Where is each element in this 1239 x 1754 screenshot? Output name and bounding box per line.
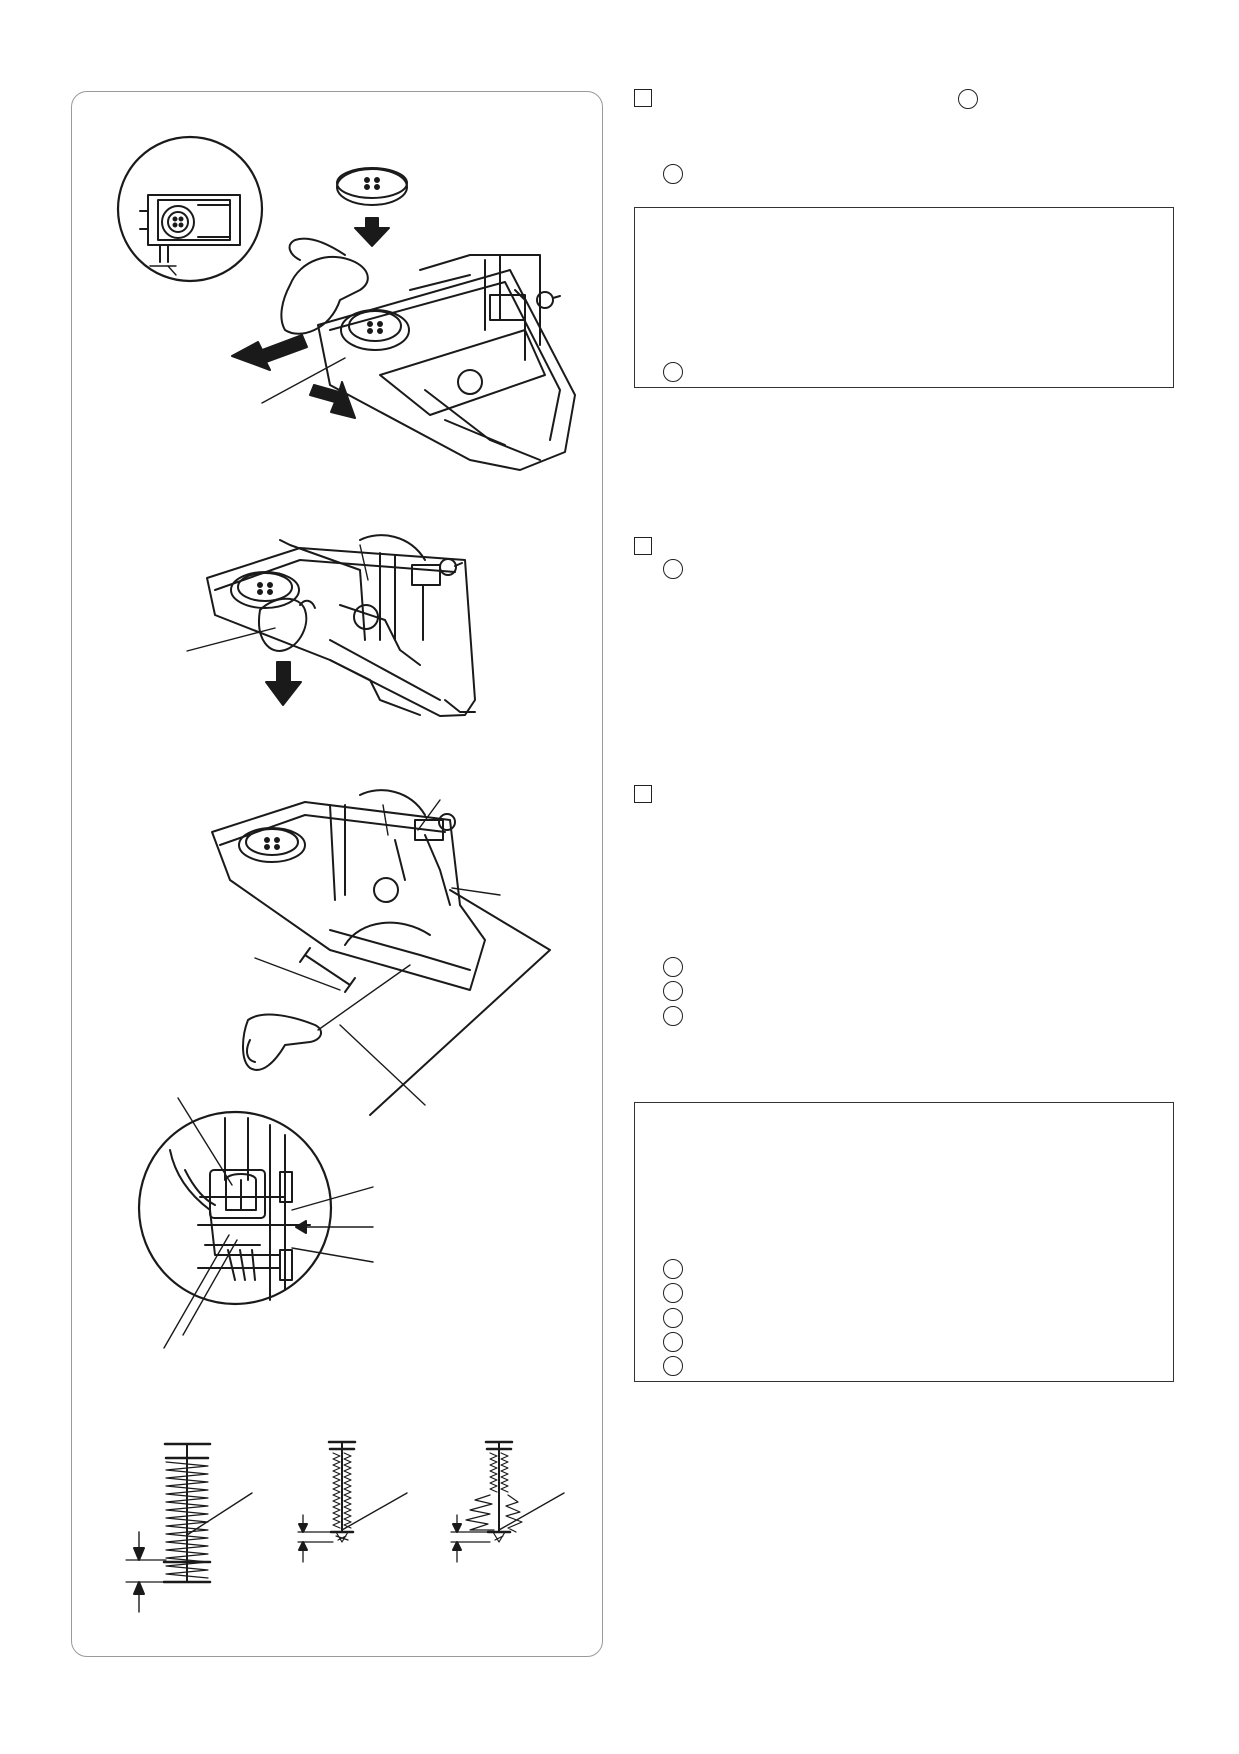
figure-start-sewing [211, 789, 551, 1116]
thread-line [317, 964, 411, 1031]
buttonhole-stitch-icon [297, 1440, 408, 1563]
leader-line [163, 1234, 230, 1349]
reference-circle [663, 164, 683, 184]
step-marker-2 [634, 537, 652, 555]
note-box-1 [634, 207, 1174, 388]
reference-circle [958, 89, 978, 109]
buttonhole-foot-icon [211, 789, 486, 991]
reference-circle [663, 1356, 683, 1376]
arrow-left-icon [231, 334, 308, 371]
step-marker-1 [634, 89, 652, 107]
leader-line [261, 357, 346, 404]
button-icon [336, 167, 408, 206]
reference-circle [663, 1308, 683, 1328]
leader-line [177, 1097, 233, 1186]
figure-lower-lever [186, 534, 476, 717]
buttonhole-foot-icon [317, 254, 576, 471]
step-marker-3 [634, 785, 652, 803]
reference-circle [663, 362, 683, 382]
leader-line [186, 627, 276, 652]
magnifier-detail-icon [137, 1110, 333, 1306]
note-box-2 [634, 1102, 1174, 1382]
hand-icon [258, 597, 316, 652]
hand-icon [242, 1013, 322, 1071]
leader-line [182, 1239, 238, 1336]
fabric-edge [369, 889, 551, 1116]
reference-circle [663, 1259, 683, 1279]
inset-button-detail-icon [116, 135, 264, 283]
reference-circle [663, 957, 683, 977]
reference-circle [663, 559, 683, 579]
leader-line [291, 1186, 374, 1211]
reference-circle [663, 1332, 683, 1352]
leader-line [254, 957, 341, 991]
buttonhole-stitch-icon [125, 1442, 253, 1613]
arrow-right-icon [309, 381, 356, 419]
reference-circle [663, 981, 683, 1001]
reference-circle [663, 1283, 683, 1303]
leader-line [291, 1247, 374, 1263]
reference-circle [663, 1006, 683, 1026]
arrow-down-icon [265, 661, 302, 706]
buttonhole-foot-icon [206, 534, 476, 717]
hand-icon [280, 237, 369, 335]
arrow-left-small-icon [295, 1220, 307, 1234]
illustration-panel [71, 91, 603, 1657]
figure-place-button [116, 135, 576, 471]
leader-line [359, 544, 369, 581]
leader-line [339, 1024, 426, 1106]
buttonhole-stitch-icon [450, 1440, 565, 1563]
arrow-down-icon [354, 217, 390, 247]
measure-bracket-icon [299, 947, 356, 993]
